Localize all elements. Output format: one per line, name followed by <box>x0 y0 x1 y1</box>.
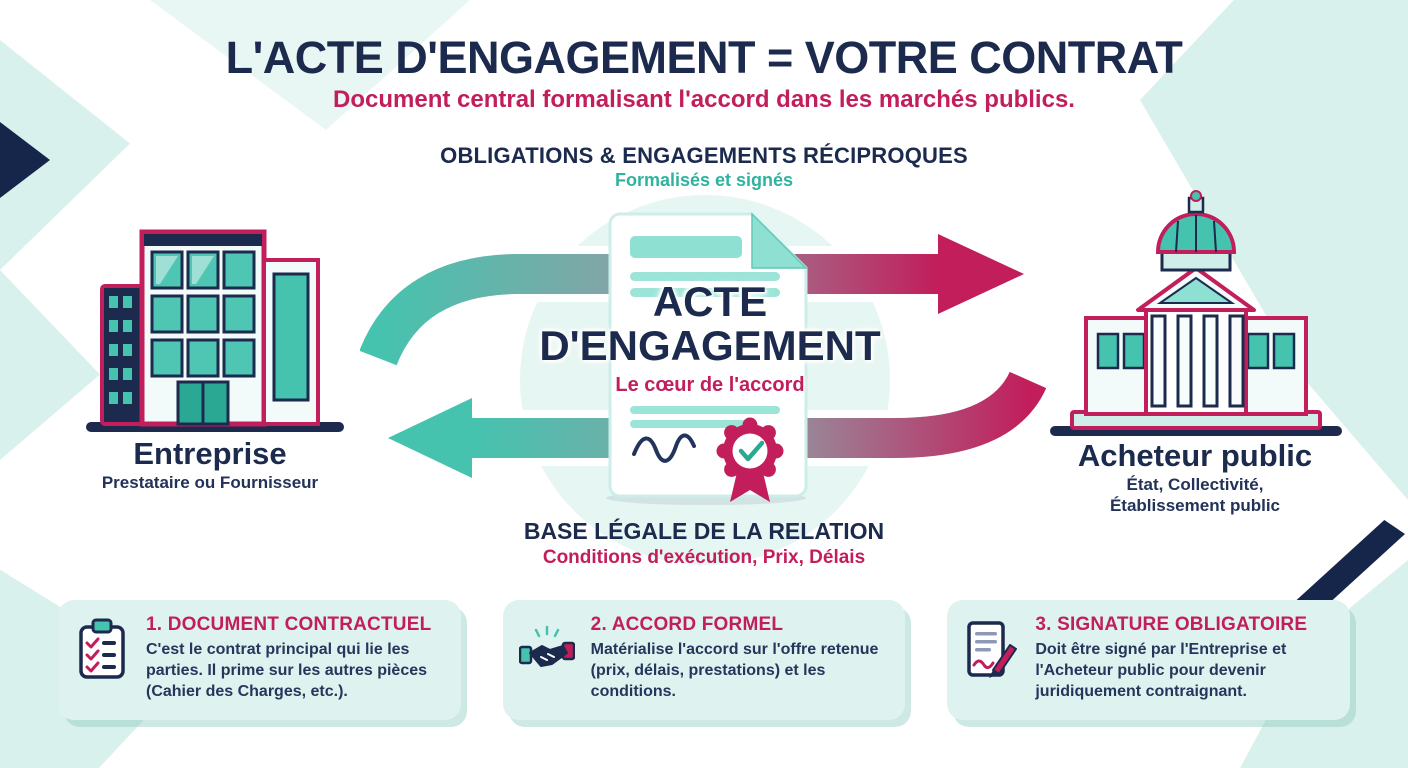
card-title: 2. ACCORD FORMEL <box>590 614 784 635</box>
signature-pen-icon <box>963 614 1021 706</box>
arrow-right-to-left <box>378 367 1050 486</box>
entreprise-subtitle: Prestataire ou Fournisseur <box>101 473 319 492</box>
acheteur-title: Acheteur public <box>1077 438 1313 473</box>
base-legale-label: BASE LÉGALE DE LA RELATION <box>523 518 885 544</box>
contract-title-block: ACTE D'ENGAGEMENT Le cœur de l'accord <box>505 278 915 397</box>
obligations-label: OBLIGATIONS & ENGAGEMENTS RÉCIPROQUES <box>440 143 968 168</box>
card-text: Matérialise l'accord sur l'offre retenue… <box>590 641 879 700</box>
card-text: Doit être signé par l'Entreprise et l'Ac… <box>1035 641 1287 700</box>
contract-title-line1: ACTE <box>652 278 768 325</box>
card-document-contractuel: 1. DOCUMENT CONTRACTUEL C'est le contrat… <box>58 600 461 720</box>
card-accord-formel: 2. ACCORD FORMEL Matérialise l'accord su… <box>502 600 906 720</box>
acheteur-subtitle-line1: État, Collectivité, <box>1126 475 1264 494</box>
obligations-sublabel: Formalisés et signés <box>614 170 794 190</box>
card-signature-obligatoire: 3. SIGNATURE OBLIGATOIRE Doit être signé… <box>947 600 1351 720</box>
entreprise-title: Entreprise <box>133 436 287 471</box>
checklist-icon <box>74 614 132 706</box>
handshake-icon <box>518 614 577 706</box>
contract-caption: Le cœur de l'accord <box>615 374 805 397</box>
page-title: L'ACTE D'ENGAGEMENT = VOTRE CONTRAT <box>225 32 1183 83</box>
background-shape <box>0 270 100 460</box>
card-content: 3. SIGNATURE OBLIGATOIRE Doit être signé… <box>1035 614 1334 706</box>
arrow-left-to-right <box>360 226 1032 370</box>
certified-seal-icon <box>716 417 784 502</box>
office-building-icon <box>86 229 344 432</box>
government-building-icon <box>1050 190 1342 436</box>
card-content: 2. ACCORD FORMEL Matérialise l'accord su… <box>591 614 890 706</box>
base-legale-sublabel: Conditions d'exécution, Prix, Délais <box>542 547 866 568</box>
page-subtitle: Document central formalisant l'accord da… <box>333 86 1075 113</box>
card-text: C'est le contrat principal qui lie les p… <box>146 641 428 700</box>
contract-title-line2: D'ENGAGEMENT <box>539 322 881 370</box>
contract-document-icon <box>606 212 808 505</box>
exchange-arrows <box>360 226 1050 486</box>
card-title: 3. SIGNATURE OBLIGATOIRE <box>1035 614 1308 635</box>
card-title: 1. DOCUMENT CONTRACTUEL <box>146 614 432 635</box>
entity-entreprise: Entreprise Prestataire ou Fournisseur <box>40 436 380 493</box>
entity-acheteur-public: Acheteur public État, Collectivité, Étab… <box>1030 438 1360 517</box>
acheteur-subtitle-line2: Établissement public <box>1109 496 1281 516</box>
card-content: 1. DOCUMENT CONTRACTUEL C'est le contrat… <box>146 614 445 706</box>
info-cards: 1. DOCUMENT CONTRACTUEL C'est le contrat… <box>58 600 1351 720</box>
